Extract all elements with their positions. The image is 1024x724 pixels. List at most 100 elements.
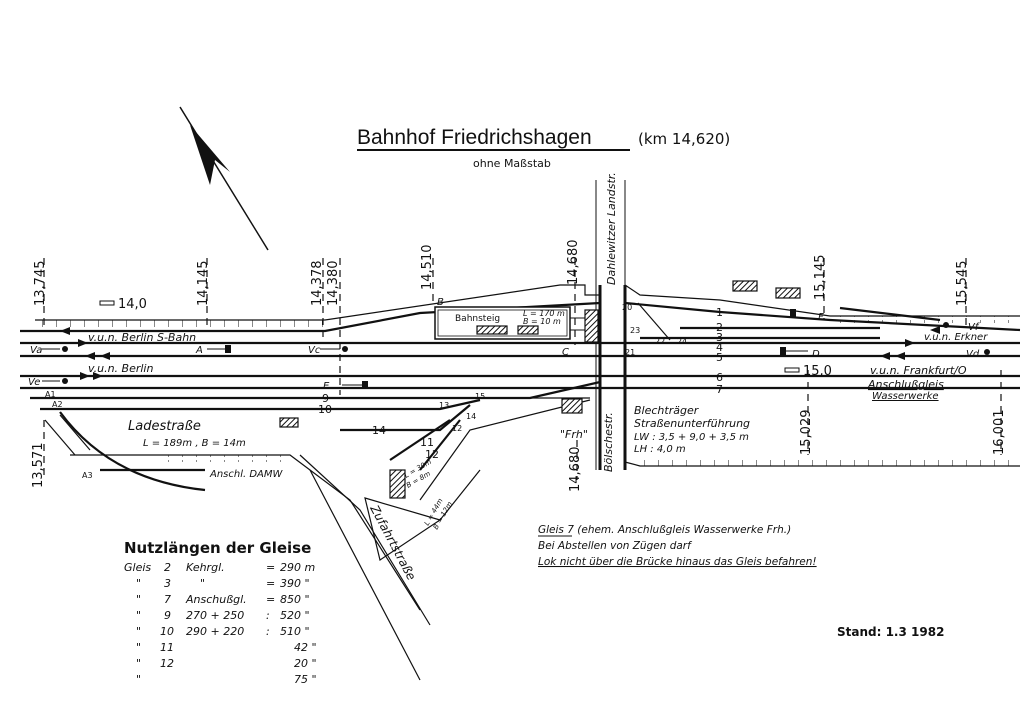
km-marker: 14,680	[566, 240, 581, 286]
direction-berlin-sbahn: v.u.n. Berlin S-Bahn	[88, 331, 196, 344]
km-marker-lines	[43, 258, 1002, 480]
svg-text:Gleis: Gleis	[124, 561, 151, 574]
km-label: (km 14,620)	[638, 130, 730, 148]
switch-label: A3	[82, 471, 93, 480]
ladestrasse-label: Ladestraße	[128, 419, 201, 434]
svg-text:Kehrgl.: Kehrgl.	[186, 561, 225, 574]
gradient-label: 14,0	[118, 297, 147, 312]
switch-label: 14	[466, 412, 476, 421]
signal-label: C	[562, 347, 569, 358]
signal-label: A	[195, 345, 203, 356]
svg-text:520 ": 520 "	[280, 609, 310, 622]
svg-text:": "	[136, 673, 141, 686]
note-line-2: Bei Abstellen von Zügen darf	[538, 540, 693, 552]
direction-erkner: v.u.n. Erkner	[924, 332, 988, 343]
km-marker: 14,378	[310, 261, 325, 307]
svg-text:20 ": 20 "	[294, 657, 317, 670]
signal-label: Ve	[28, 377, 40, 388]
lengths-title: Nutzlängen der Gleise	[124, 539, 311, 557]
svg-text:12: 12	[160, 657, 174, 670]
tracks	[20, 301, 1021, 492]
track-number: 9	[322, 392, 329, 405]
stand-date: Stand: 1.3 1982	[837, 625, 944, 639]
table-row: Gleis 2 Kehrgl. = 290 m	[124, 561, 315, 574]
anschluss-label: Anschlußgleis	[867, 378, 944, 391]
svg-text:2: 2	[164, 561, 171, 574]
km-marker: 13,571	[31, 443, 46, 489]
street-boelsche: Bölschestr.	[602, 412, 615, 472]
embankments	[30, 284, 1020, 681]
svg-text:390 ": 390 "	[280, 577, 310, 590]
bridge-height: LH : 4,0 m	[634, 444, 686, 455]
svg-text:": "	[136, 641, 141, 654]
track-number: 4	[716, 341, 723, 354]
platform-width: B = 10 m	[523, 317, 561, 326]
signal-label: Va	[30, 345, 42, 356]
platform-length: L = 170 m	[523, 309, 565, 318]
table-row: "3"=390 "	[136, 577, 310, 590]
switch-label: A2	[52, 400, 63, 409]
track-number: 7	[716, 383, 723, 396]
bridge-name: Straßenunterführung	[634, 417, 750, 430]
svg-text::: :	[266, 625, 270, 638]
svg-text:": "	[136, 593, 141, 606]
gradient-marker-icon	[99, 300, 115, 306]
svg-text:3: 3	[164, 577, 171, 590]
svg-text::: :	[266, 609, 270, 622]
platform-label: Bahnsteig	[455, 314, 500, 324]
track-number: 14	[372, 424, 386, 437]
signal-label: B	[437, 297, 444, 308]
km-marker: 14,145	[196, 261, 211, 307]
track-number: 6	[716, 371, 723, 384]
signal-icons	[42, 309, 990, 389]
track-number: 2	[716, 321, 723, 334]
table-row: " 10 290 + 220:510 "	[136, 625, 310, 638]
track-number: 3	[716, 331, 723, 344]
street-zufahrt: Zufahrtstraße	[367, 502, 419, 583]
table-row: " 75 "	[136, 673, 317, 686]
svg-text:290 + 220: 290 + 220	[186, 625, 244, 638]
bridge-type: Blechträger	[634, 404, 700, 417]
switch-label: 22	[655, 337, 665, 346]
svg-text:42 ": 42 "	[294, 641, 317, 654]
km-marker: 15,545	[955, 261, 970, 307]
platform	[279, 280, 801, 499]
svg-text:510 ": 510 "	[280, 625, 310, 638]
signal-label: Vf	[968, 322, 980, 333]
svg-text:7: 7	[164, 593, 171, 606]
direction-berlin: v.u.n. Berlin	[88, 362, 153, 375]
page-title: Bahnhof Friedrichshagen	[357, 126, 592, 149]
svg-text:290 m: 290 m	[280, 561, 315, 574]
svg-text:75 ": 75 "	[294, 673, 317, 686]
north-arrow-icon	[179, 106, 269, 251]
signal-label: Vd	[966, 349, 980, 360]
svg-text:270 + 250: 270 + 250	[186, 609, 244, 622]
switch-label: 24	[677, 337, 687, 346]
svg-text:10: 10	[160, 625, 174, 638]
svg-text:=: =	[266, 561, 275, 574]
damw-label: Anschl. DAMW	[209, 469, 284, 480]
signal-label: Vc	[308, 345, 321, 356]
svg-text:": "	[200, 577, 205, 590]
note-line-3: Lok nicht über die Brücke hinaus das Gle…	[538, 556, 817, 568]
direction-frankfurt: v.u.n. Frankfurt/O	[870, 364, 967, 377]
switch-label: 21	[625, 348, 635, 357]
svg-text:850 ": 850 "	[280, 593, 310, 606]
signal-label: F	[818, 312, 824, 323]
gradient-marker-icon	[784, 367, 800, 373]
signal-label: D	[812, 349, 820, 360]
svg-text:": "	[136, 625, 141, 638]
km-marker: 15,145	[813, 255, 828, 301]
direction-arrows-icon	[60, 326, 940, 380]
km-marker: 14,510	[420, 245, 435, 291]
track-number: 11	[420, 436, 434, 449]
svg-text:11: 11	[160, 641, 174, 654]
svg-text:9: 9	[164, 609, 171, 622]
switch-label: 15	[475, 392, 485, 401]
signal-label: E	[323, 381, 330, 392]
switch-label: 12	[452, 424, 462, 433]
track-number: 10	[318, 403, 332, 416]
street-dahlewitzer: Dahlewitzer Landstr.	[605, 172, 618, 285]
